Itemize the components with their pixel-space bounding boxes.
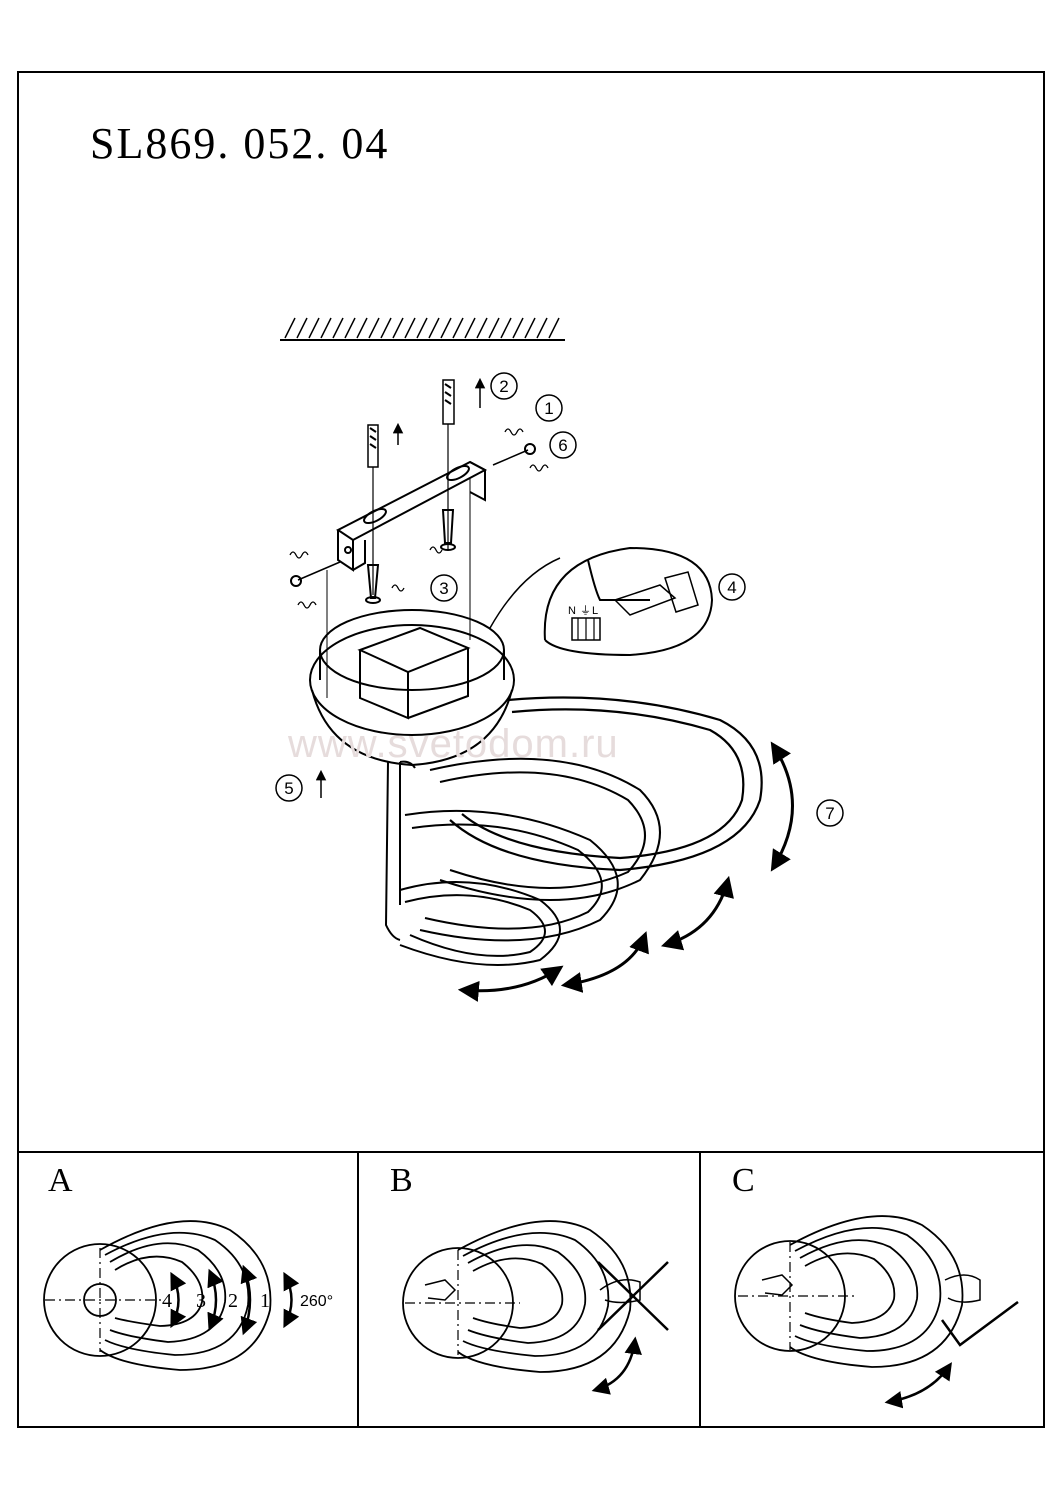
hatch-stroke <box>488 317 500 339</box>
hatch-stroke <box>344 317 356 339</box>
step-marker <box>816 799 844 827</box>
wall-anchor <box>440 379 456 551</box>
check-mark-icon <box>940 1300 1019 1347</box>
spiral-ring <box>399 881 561 966</box>
hatch-stroke <box>536 317 548 339</box>
driver-box <box>357 626 471 720</box>
ring-number: 3 <box>196 1290 206 1312</box>
spiral-ring <box>429 757 661 901</box>
step-label: 5 <box>284 779 293 798</box>
hatch-stroke <box>416 317 428 339</box>
step-label: 7 <box>825 804 834 823</box>
model-number: SL869. 052. 04 <box>90 119 390 168</box>
wiring-detail <box>489 546 714 657</box>
panel-b-diagram <box>402 1220 632 1373</box>
hatch-stroke <box>476 317 488 339</box>
hand-icon <box>424 1279 641 1304</box>
step-label: 6 <box>558 436 567 455</box>
hatch-stroke <box>500 317 512 339</box>
wire-label: ⏚ <box>580 604 591 617</box>
step-label: 1 <box>544 399 553 418</box>
hatch-stroke <box>380 317 392 339</box>
wrong-mark-icon <box>597 1261 669 1331</box>
ring-number: 4 <box>162 1290 172 1312</box>
step-marker <box>535 394 563 422</box>
hatch-stroke <box>284 317 296 339</box>
mounting-bracket <box>336 460 488 572</box>
spiral-ring <box>404 809 619 942</box>
hatch-stroke <box>368 317 380 339</box>
panel-c-diagram <box>734 1215 964 1368</box>
hatch-stroke <box>440 317 452 339</box>
panel-a-arrows <box>170 1264 300 1336</box>
step-label: 2 <box>499 377 508 396</box>
hatch-stroke <box>524 317 536 339</box>
hatch-stroke <box>356 317 368 339</box>
hatch-stroke <box>512 317 524 339</box>
wall-anchor <box>365 424 381 604</box>
hand-icon <box>761 1274 981 1303</box>
spring-washers <box>289 428 549 609</box>
step-label: 4 <box>727 578 736 597</box>
step-label: 3 <box>439 579 448 598</box>
wire-label: L <box>592 605 598 617</box>
hatch-stroke <box>452 317 464 339</box>
hatch-stroke <box>308 317 320 339</box>
hatch-stroke <box>332 317 344 339</box>
step-marker <box>549 431 577 459</box>
hatch-stroke <box>404 317 416 339</box>
step-marker <box>490 372 518 400</box>
hatch-stroke <box>296 317 308 339</box>
ring-number: 1 <box>260 1290 270 1312</box>
panel-b-letter: B <box>390 1162 413 1199</box>
hatch-stroke <box>320 317 332 339</box>
spiral-ring <box>449 696 763 872</box>
lamp-stem <box>384 760 416 941</box>
side-screw <box>492 443 536 466</box>
hatch-stroke <box>548 317 560 339</box>
hatch-stroke <box>464 317 476 339</box>
rotation-arrows <box>457 741 794 1002</box>
step-marker <box>718 573 746 601</box>
rotation-arrow <box>884 1362 952 1409</box>
rotation-arrow <box>591 1336 642 1395</box>
ceiling-hatch <box>280 317 565 341</box>
panel-c-letter: C <box>732 1162 755 1199</box>
panel-a-letter: A <box>48 1162 73 1199</box>
hatch-stroke <box>428 317 440 339</box>
hatch-stroke <box>392 317 404 339</box>
page-frame <box>17 71 1045 1428</box>
side-screw <box>290 561 341 587</box>
watermark: www.svetodom.ru <box>288 722 619 766</box>
rotation-angle: 260° <box>300 1293 333 1310</box>
wire-label: N <box>568 605 576 617</box>
step-marker <box>275 774 303 802</box>
ring-number: 2 <box>228 1290 238 1312</box>
step-marker <box>430 574 458 602</box>
